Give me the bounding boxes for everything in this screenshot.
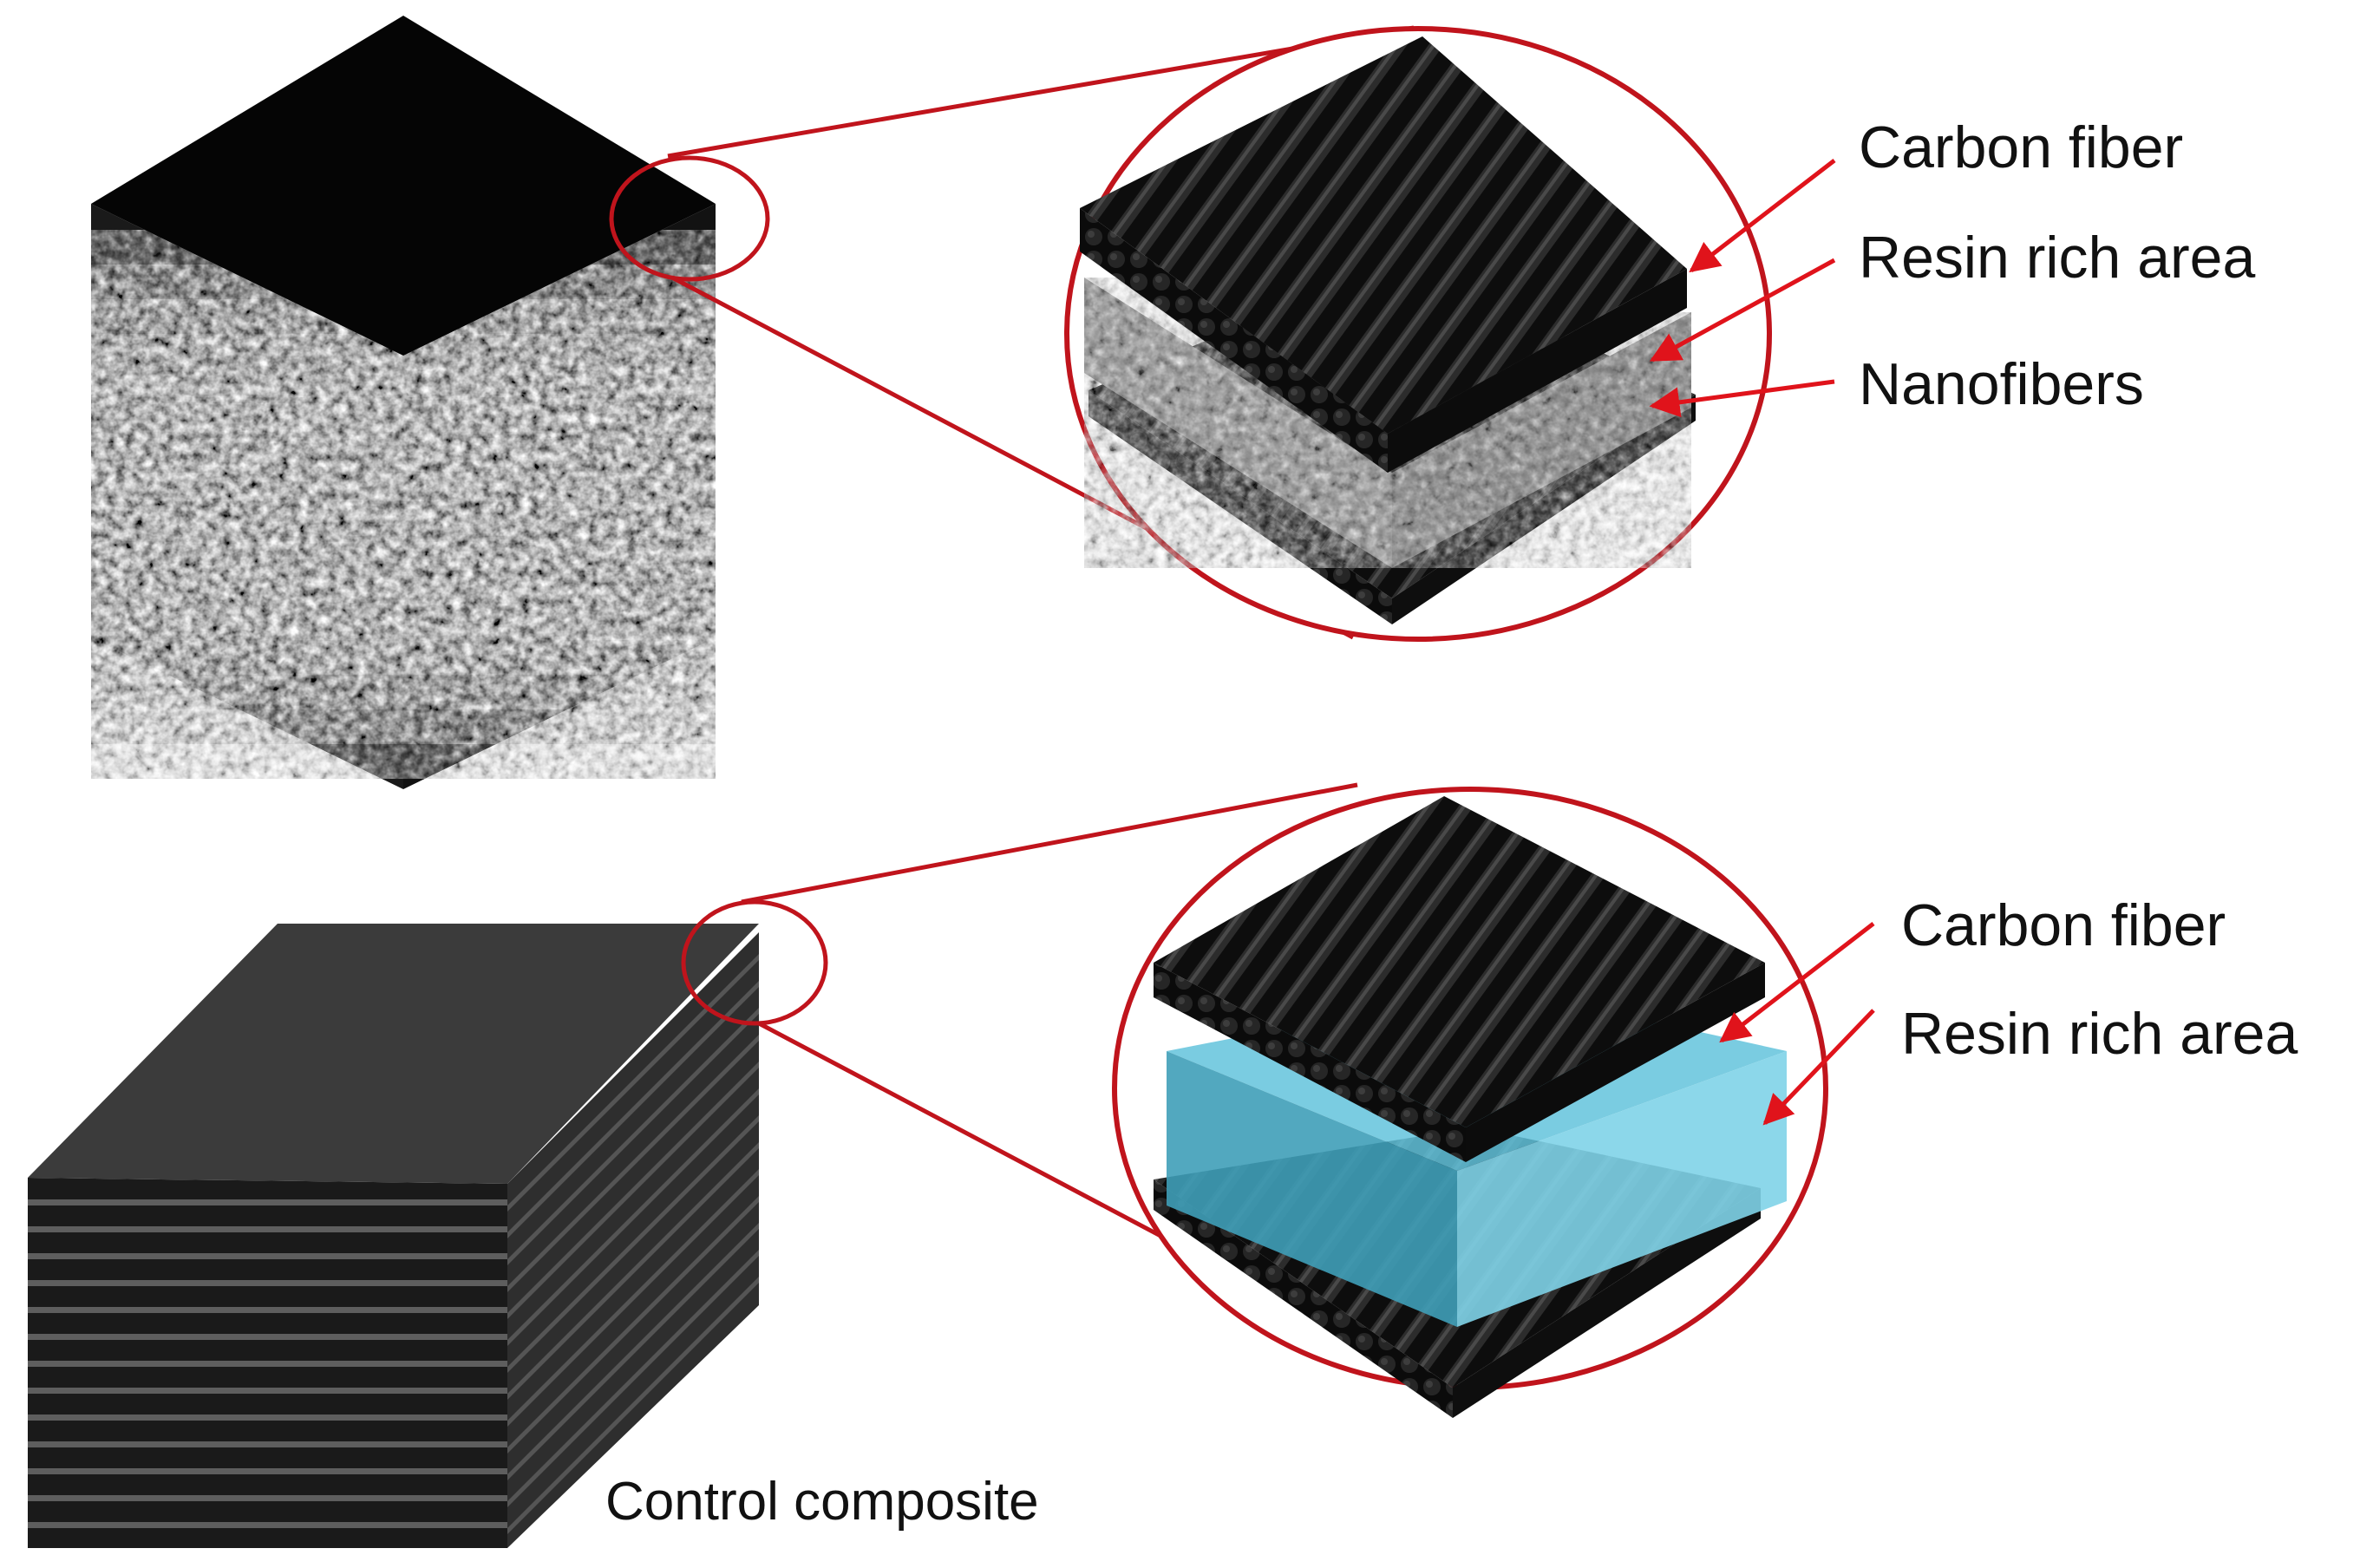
- stack-top-face: [91, 16, 716, 356]
- nanofiber-interlayer-band: [403, 473, 716, 640]
- nanofiber-interlayer-band: [91, 507, 403, 675]
- control-ply-line: [507, 1196, 759, 1454]
- caption-control-composite: Control composite: [605, 1472, 1039, 1532]
- arrow-resin-rich-area: [1649, 258, 1836, 363]
- control-ply-line: [507, 1062, 759, 1319]
- nanofiber-interlayers: [91, 230, 716, 779]
- control-ply-line: [28, 1307, 507, 1313]
- top-carbon-fiber-layer: [1080, 36, 1687, 473]
- label-nanofibers: Nanofibers: [1859, 351, 2144, 417]
- control-composite-stack: [28, 924, 759, 1548]
- nanofiber-interlayer-band: [403, 265, 716, 432]
- control-ply-lines: [28, 954, 759, 1534]
- control-ply-line: [28, 1334, 507, 1340]
- label-resin-rich-area: Resin rich area: [1859, 225, 2255, 291]
- control-ply-line: [28, 1253, 507, 1259]
- nanofiber-interlayer-band: [403, 334, 716, 501]
- control-ply-line: [28, 1468, 507, 1474]
- control-ply-line: [28, 1414, 507, 1421]
- nanofiber-interlayer-band: [403, 403, 716, 571]
- control-ply-line: [28, 1199, 507, 1205]
- nanofiber-interlayer-band: [91, 577, 403, 744]
- nanofiber-composite-stack: [91, 16, 716, 789]
- control-ply-line: [28, 1522, 507, 1528]
- control-ply-line: [507, 1008, 759, 1265]
- control-ply-line: [28, 1361, 507, 1367]
- control-ply-line: [507, 1277, 759, 1534]
- arrow-carbon-fiber: [1689, 159, 1836, 273]
- nanofiber-interlayer-band: [403, 542, 716, 709]
- label-carbon-fiber: Carbon fiber: [1859, 114, 2183, 180]
- arrow-nanofibers: [1649, 379, 1835, 418]
- control-ply-line: [507, 1250, 759, 1507]
- top-labels: Carbon fiber Resin rich area Nanofibers: [1649, 114, 2255, 418]
- nanofiber-interlayer-band: [91, 265, 403, 432]
- nanofiber-interlayer-band: [403, 299, 716, 467]
- control-ply-line: [28, 1280, 507, 1286]
- bottom-labels: Carbon fiber Resin rich area Control com…: [605, 892, 2298, 1532]
- nanofiber-interlayer-band: [403, 577, 716, 744]
- nanofiber-interlayer-band: [403, 369, 716, 536]
- nanofiber-interlayer-band: [403, 611, 716, 779]
- nanofiber-interlayer-band: [91, 438, 403, 605]
- bottom-zoom-detail: [1154, 796, 1787, 1418]
- nanofiber-interlayer-band: [91, 299, 403, 467]
- control-ply-line: [507, 954, 759, 1212]
- label-carbon-fiber-bottom: Carbon fiber: [1901, 892, 2226, 958]
- control-ply-line: [507, 981, 759, 1238]
- arrow-resin-rich-area-bottom: [1762, 1009, 1875, 1126]
- nanofiber-interlayer-band: [91, 473, 403, 640]
- magnifier-circle-small: [609, 155, 770, 282]
- control-ply-line: [507, 1223, 759, 1480]
- magnifier-circle-small-bottom: [681, 899, 828, 1026]
- nanofiber-interlayer-band: [91, 611, 403, 779]
- control-side-face: [507, 932, 759, 1548]
- nanofiber-resin-layer: [1084, 278, 1691, 568]
- top-carbon-fiber-layer-control: [1154, 796, 1765, 1162]
- top-zoom-detail: [1080, 36, 1696, 624]
- control-ply-line: [507, 1169, 759, 1427]
- nanofiber-interlayer-band: [91, 334, 403, 501]
- control-ply-line: [507, 1142, 759, 1400]
- arrow-carbon-fiber-bottom: [1719, 922, 1875, 1043]
- nanofiber-interlayer-band: [403, 230, 716, 397]
- control-ply-line: [28, 1495, 507, 1501]
- nanofiber-interlayer-band: [91, 369, 403, 536]
- nanofiber-interlayer-band: [91, 403, 403, 571]
- nanofiber-interlayer-band: [403, 507, 716, 675]
- control-ply-line: [28, 1388, 507, 1394]
- control-top-face: [28, 924, 759, 1184]
- label-resin-rich-area-bottom: Resin rich area: [1901, 1001, 2298, 1067]
- control-ply-line: [28, 1441, 507, 1447]
- nanofiber-interlayer-band: [403, 438, 716, 605]
- nanofiber-interlayer-band: [91, 230, 403, 397]
- control-ply-line: [28, 1226, 507, 1232]
- control-ply-line: [507, 1115, 759, 1373]
- control-ply-line: [507, 1035, 759, 1292]
- control-ply-line: [507, 1088, 759, 1346]
- nanofiber-interlayer-band: [91, 542, 403, 709]
